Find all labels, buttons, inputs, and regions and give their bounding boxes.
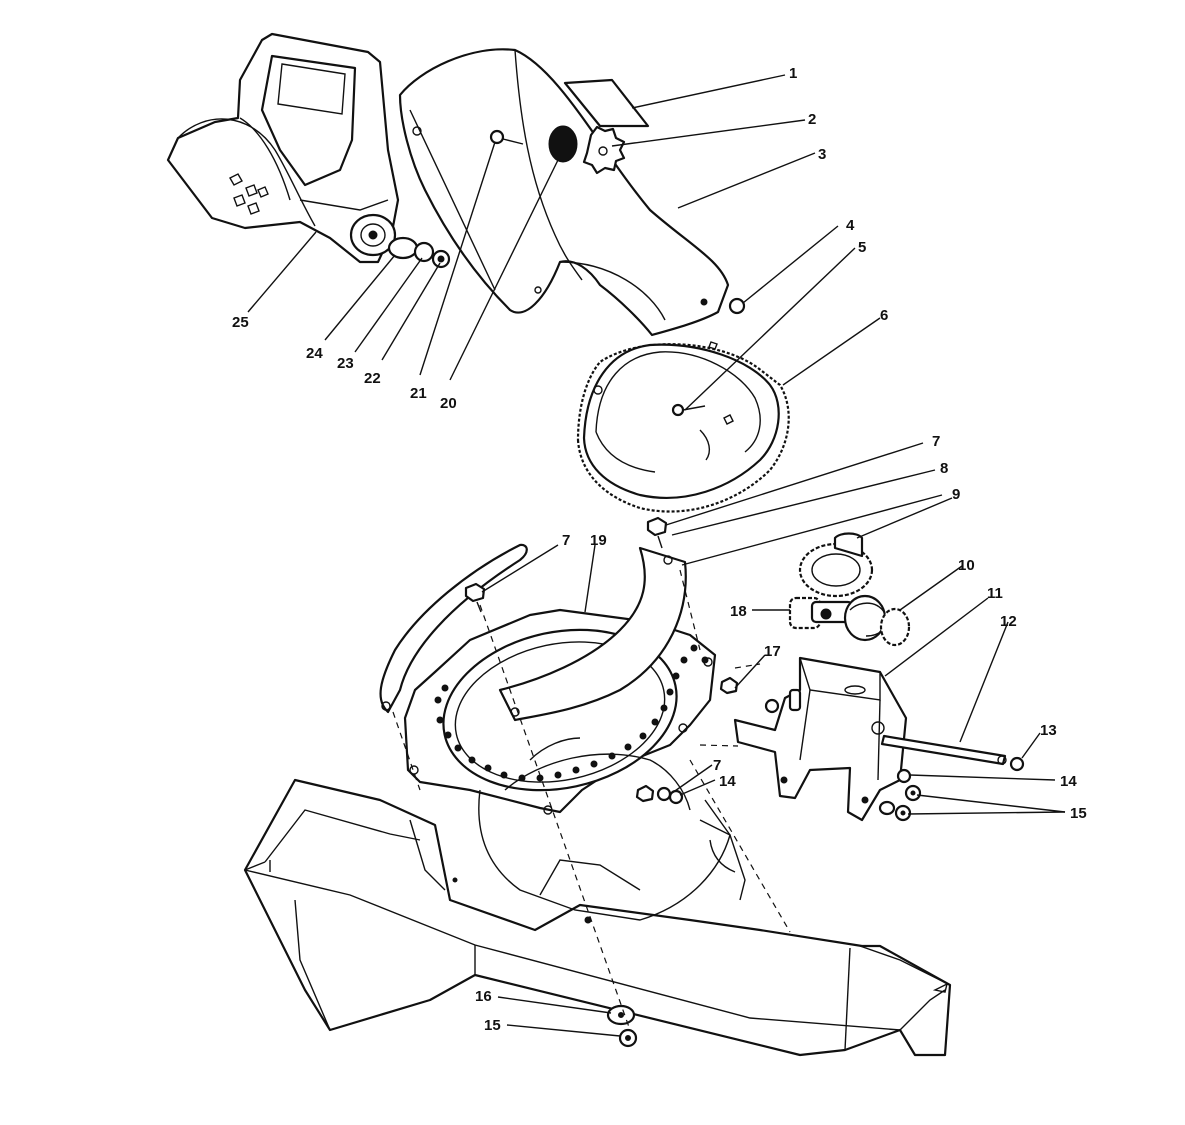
- callout-24: 24: [306, 345, 323, 362]
- washer-nut-16-15-bottom: [606, 1004, 638, 1048]
- washers-nuts-14-15-right: [878, 768, 922, 822]
- upper-chute-part: [398, 48, 730, 337]
- chute-ring-gear-part: [576, 341, 790, 513]
- mounting-bracket-part: [733, 656, 908, 822]
- retainer-arc-left-part: [379, 543, 528, 714]
- callout-1: 1: [789, 65, 797, 82]
- callout-labels: 1 2 3 4 5 6 7 8 9 10 11 12 13 14 15 17 1…: [232, 65, 1087, 1034]
- callout-8: 8: [940, 460, 948, 477]
- callout-25: 25: [232, 314, 249, 331]
- callout-3: 3: [818, 146, 826, 163]
- deflector-hood-part: [166, 32, 400, 264]
- bolts-part-7: [464, 516, 739, 805]
- auger-housing-part: [243, 737, 952, 1057]
- shaft-and-clip-12-13: [880, 734, 1025, 772]
- callout-21: 21: [410, 385, 427, 402]
- retainer-arc-part-8: [498, 546, 687, 722]
- callout-10: 10: [958, 557, 975, 574]
- knob-parts-2-20-21: [489, 125, 626, 175]
- callout-7b: 7: [562, 532, 570, 549]
- callout-4: 4: [846, 217, 855, 234]
- leader-lines: [247, 74, 1066, 1037]
- callout-13: 13: [1040, 722, 1057, 739]
- callout-16: 16: [475, 988, 492, 1005]
- callout-19: 19: [590, 532, 607, 549]
- callout-11: 11: [987, 585, 1003, 602]
- callout-6: 6: [880, 307, 888, 324]
- washers-22-23-24: [387, 236, 451, 269]
- callout-12: 12: [1000, 613, 1017, 630]
- callout-7c: 7: [713, 757, 721, 774]
- callout-15b: 15: [484, 1017, 501, 1034]
- callout-9: 9: [952, 486, 960, 503]
- callout-23: 23: [337, 355, 354, 372]
- callout-20: 20: [440, 395, 457, 412]
- callout-7a: 7: [932, 433, 940, 450]
- alignment-lines: [392, 569, 791, 1031]
- callout-14b: 14: [719, 773, 736, 790]
- callout-17: 17: [764, 643, 781, 660]
- decal-plate-part: [563, 78, 650, 128]
- callout-14a: 14: [1060, 773, 1077, 790]
- callout-22: 22: [364, 370, 381, 387]
- callout-18: 18: [730, 603, 747, 620]
- callout-15a: 15: [1070, 805, 1087, 822]
- callout-2: 2: [808, 111, 816, 128]
- callout-5: 5: [858, 239, 866, 256]
- nut-part-4: [728, 297, 746, 315]
- gear-assembly-9-10-18: [788, 532, 911, 647]
